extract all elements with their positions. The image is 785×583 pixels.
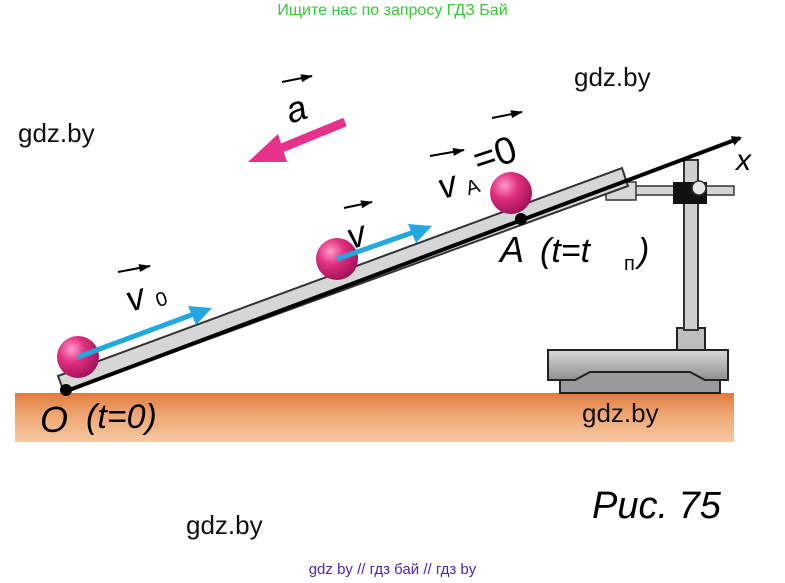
figure-caption: Рис. 75 (592, 485, 722, 527)
watermark-top-right: gdz.by (574, 62, 651, 92)
ball-at-top (490, 172, 532, 214)
svg-text:(t=0): (t=0) (86, 398, 157, 436)
point-O-label: O (t=0) (40, 398, 157, 440)
point-O (60, 384, 72, 396)
svg-text:O: O (40, 399, 68, 440)
point-A-label: A (t=t п ) (498, 229, 649, 275)
svg-text:): ) (634, 232, 649, 270)
stand-clamp (605, 180, 735, 204)
watermark-ground: gdz.by (582, 398, 659, 428)
svg-text:A: A (498, 229, 524, 270)
svg-text:(t=t: (t=t (540, 232, 592, 270)
ground-surface (15, 393, 734, 442)
velocity-initial-arrow (77, 306, 212, 360)
incline-plane (56, 166, 630, 394)
svg-text:0: 0 (153, 288, 170, 312)
footer-links[interactable]: gdz by // гдз бай // гдз by (308, 561, 477, 578)
svg-text:v: v (120, 274, 152, 319)
top-banner[interactable]: Ищите нас по запросу ГДЗ Бай (277, 2, 508, 19)
x-axis-label: x (734, 144, 752, 177)
x-axis-line (63, 136, 742, 394)
point-A (515, 213, 527, 225)
acceleration-arrow (248, 117, 347, 162)
acceleration-label: a (280, 86, 312, 131)
watermark-bottom: gdz.by (186, 510, 263, 540)
svg-text:п: п (624, 253, 635, 275)
vector-overarrows (117, 74, 523, 273)
svg-text:v: v (432, 162, 464, 207)
watermark-left: gdz.by (18, 118, 95, 148)
velocity-initial-label: v 0 (120, 274, 170, 319)
velocity-mid-arrow (336, 224, 432, 262)
stand-base (547, 327, 729, 394)
